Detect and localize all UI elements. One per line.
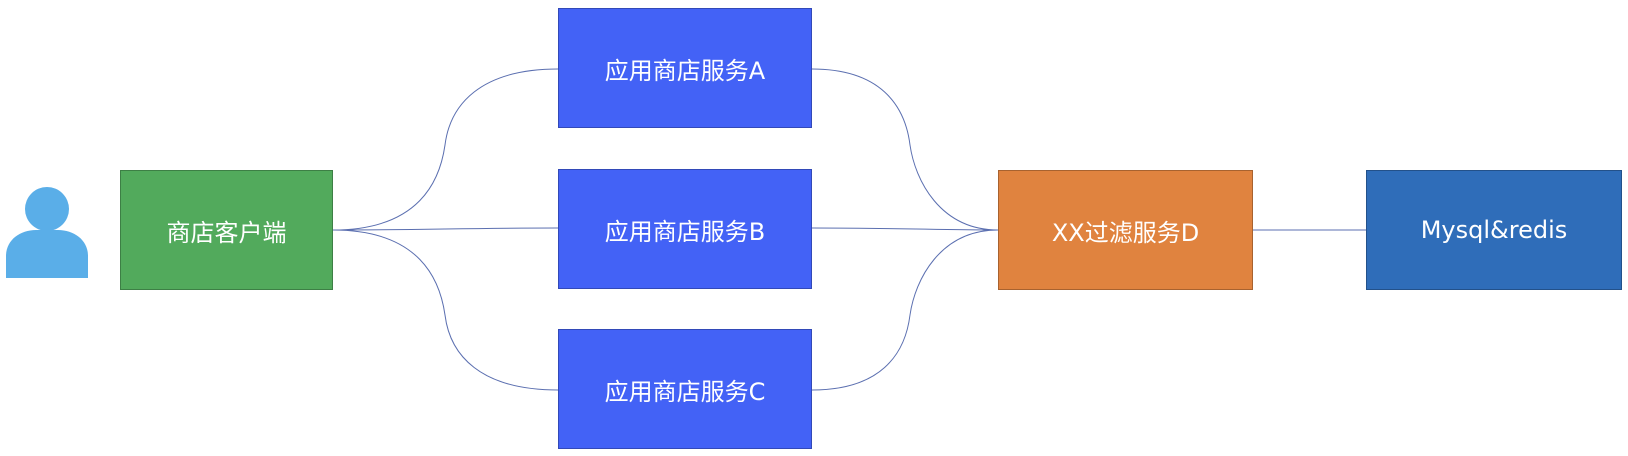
client-node: 商店客户端 bbox=[120, 170, 333, 290]
edge-client-to-service-b bbox=[332, 227, 559, 231]
service-c-label: 应用商店服务C bbox=[604, 377, 766, 406]
user-icon bbox=[6, 187, 88, 278]
edge-service-a-to-filter bbox=[811, 68, 999, 231]
edge-client-to-service-a bbox=[332, 68, 559, 231]
service-b-label: 应用商店服务B bbox=[604, 217, 766, 246]
service-a-node: 应用商店服务A bbox=[558, 8, 812, 128]
edge-client-to-service-c bbox=[332, 229, 559, 391]
edge-service-b-to-filter bbox=[811, 227, 999, 231]
client-label: 商店客户端 bbox=[166, 218, 287, 247]
database-label: Mysql&redis bbox=[1420, 216, 1568, 244]
database-node: Mysql&redis bbox=[1366, 170, 1622, 290]
service-c-node: 应用商店服务C bbox=[558, 329, 812, 449]
service-a-label: 应用商店服务A bbox=[604, 56, 766, 85]
filter-service-label: XX过滤服务D bbox=[1051, 218, 1200, 247]
service-b-node: 应用商店服务B bbox=[558, 169, 812, 289]
edge-service-c-to-filter bbox=[811, 229, 999, 391]
filter-service-node: XX过滤服务D bbox=[998, 170, 1253, 290]
